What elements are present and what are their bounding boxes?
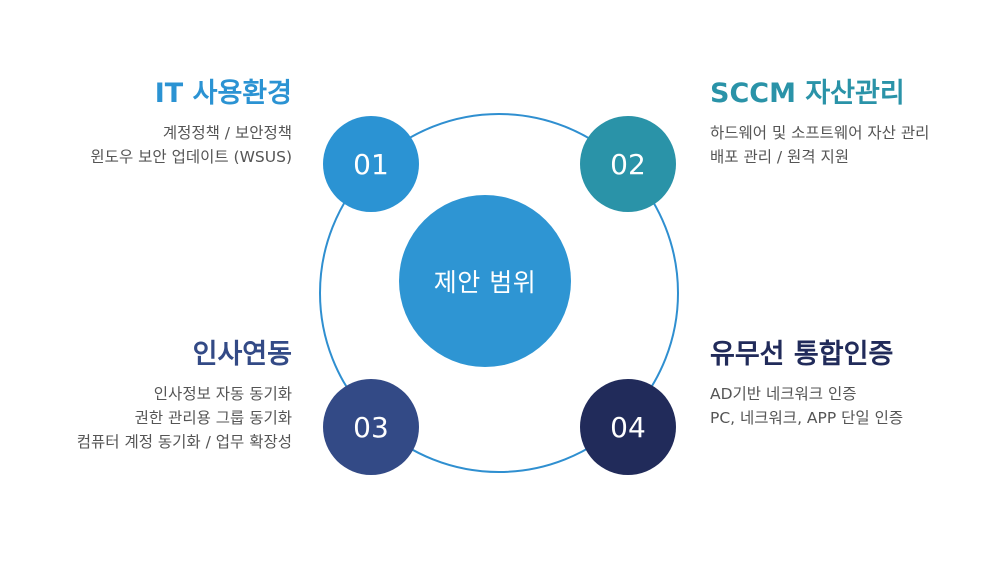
item-line: 인사정보 자동 동기화 [153, 385, 292, 403]
item-title: 유무선 통합인증 [710, 339, 894, 370]
item-line: 권한 관리용 그룹 동기화 [134, 409, 292, 427]
badge-03: 03 [323, 379, 419, 475]
item-line: 계정정책 / 보안정책 [162, 124, 292, 142]
item-line: 컴퓨터 계정 동기화 / 업무 확장성 [76, 433, 292, 451]
item-block-auth: 유무선 통합인증 AD기반 네크워크 인증 PC, 네크워크, APP 단일 인… [710, 338, 1005, 430]
badge-number: 02 [610, 147, 646, 181]
badge-number: 03 [353, 410, 389, 444]
badge-01: 01 [323, 116, 419, 212]
item-block-it-environment: IT 사용환경 계정정책 / 보안정책 윈도우 보안 업데이트 (WSUS) [0, 77, 292, 169]
item-title: IT 사용환경 [154, 78, 292, 109]
center-label: 제안 범위 [433, 268, 537, 297]
item-block-hr-sync: 인사연동 인사정보 자동 동기화 권한 관리용 그룹 동기화 컴퓨터 계정 동기… [0, 338, 292, 454]
badge-number: 01 [353, 147, 389, 181]
item-line: 윈도우 보안 업데이트 (WSUS) [90, 148, 292, 166]
center-circle: 제안 범위 [399, 195, 571, 367]
badge-04: 04 [580, 379, 676, 475]
badge-number: 04 [610, 410, 646, 444]
item-line: AD기반 네크워크 인증 [710, 385, 857, 403]
connector-ring [319, 113, 679, 473]
badge-02: 02 [580, 116, 676, 212]
item-line: 하드웨어 및 소프트웨어 자산 관리 [710, 124, 930, 142]
item-line: PC, 네크워크, APP 단일 인증 [710, 409, 904, 427]
item-block-sccm: SCCM 자산관리 하드웨어 및 소프트웨어 자산 관리 배포 관리 / 원격 … [710, 77, 1005, 169]
item-line: 배포 관리 / 원격 지원 [710, 148, 850, 166]
item-title: SCCM 자산관리 [710, 78, 905, 109]
item-title: 인사연동 [192, 339, 292, 370]
